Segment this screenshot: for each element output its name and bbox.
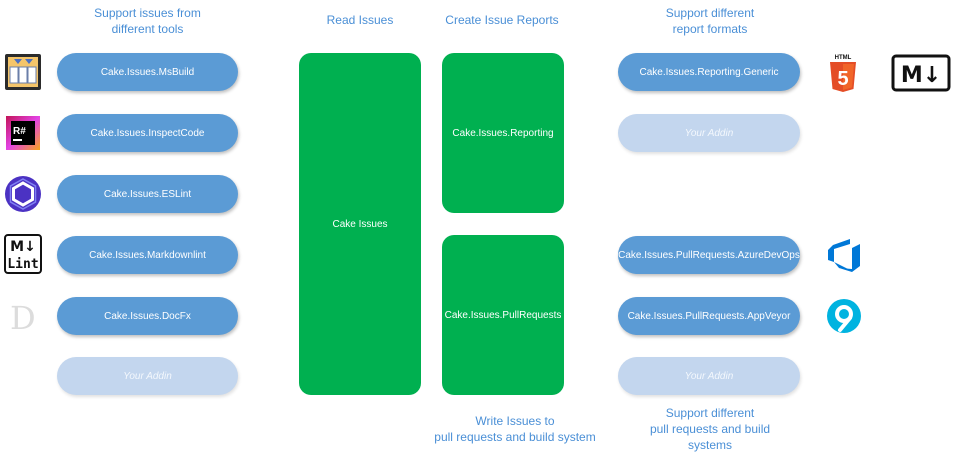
provider-pill-your-addin: Your Addin: [57, 357, 238, 395]
pull-requests-block: Cake.Issues.PullRequests: [442, 235, 564, 395]
reporting-block: Cake.Issues.Reporting: [442, 53, 564, 213]
heading-create-reports: Create Issue Reports: [445, 13, 559, 27]
pr-system-pill-appveyor: Cake.Issues.PullRequests.AppVeyor: [618, 297, 800, 335]
docfx-icon: D: [6, 299, 40, 337]
provider-pill-eslint: Cake.Issues.ESLint: [57, 175, 238, 213]
heading-write-issues: Write Issues to pull requests and build …: [434, 414, 596, 444]
msbuild-icon: [4, 53, 42, 91]
heading-support-prs: Support different pull requests and buil…: [649, 406, 771, 452]
markdown-icon: M↓: [891, 54, 951, 92]
resharper-icon: R#: [4, 114, 42, 152]
provider-pill-inspectcode: Cake.Issues.InspectCode: [57, 114, 238, 152]
html5-digit: 5: [837, 68, 848, 90]
heading-support-formats: Support different report formats: [665, 6, 755, 36]
heading-support-tools: Support issues from different tools: [94, 6, 201, 36]
appveyor-icon: [826, 298, 862, 334]
provider-pill-docfx: Cake.Issues.DocFx: [57, 297, 238, 335]
report-format-pill-your-addin: Your Addin: [618, 114, 800, 152]
azure-devops-icon: [826, 237, 862, 273]
provider-pill-msbuild: Cake.Issues.MsBuild: [57, 53, 238, 91]
docfx-text: D: [10, 299, 36, 335]
report-format-pill-generic: Cake.Issues.Reporting.Generic: [618, 53, 800, 91]
markdownlint-top-text: M↓: [10, 239, 36, 255]
pr-system-pill-azure-devops: Cake.Issues.PullRequests.AzureDevOps: [618, 236, 800, 274]
markdownlint-icon: M↓ Lint: [4, 234, 42, 274]
markdown-text: M↓: [901, 63, 941, 88]
html5-text: HTML: [835, 55, 852, 61]
eslint-icon: [4, 175, 42, 213]
heading-read-issues: Read Issues: [326, 13, 394, 27]
html5-icon: HTML 5: [826, 52, 860, 94]
core-block: Cake Issues: [299, 53, 421, 395]
markdownlint-bottom-text: Lint: [7, 257, 38, 272]
provider-pill-markdownlint: Cake.Issues.Markdownlint: [57, 236, 238, 274]
pr-system-pill-your-addin: Your Addin: [618, 357, 800, 395]
resharper-text: R#: [13, 126, 26, 137]
